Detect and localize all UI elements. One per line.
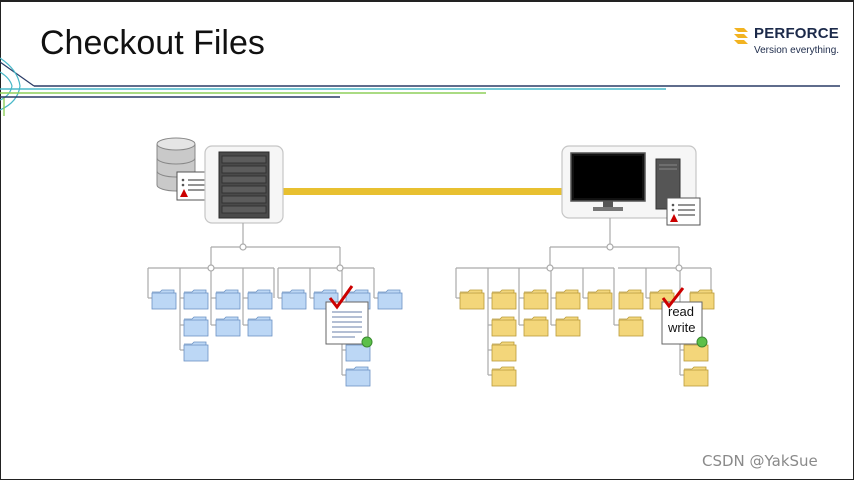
folder-icon [183,289,209,310]
slide-title: Checkout Files [40,24,265,62]
perforce-logo-icon [734,28,748,44]
folder-icon [523,289,549,310]
folder-icon [151,289,177,310]
workspace-status-dot-icon [696,336,708,348]
depot-tree-nodes [207,243,344,272]
folder-icon [281,289,307,310]
workspace-tree-lines [455,218,712,376]
connection-bar [282,188,562,195]
folder-icon [587,289,613,310]
folder-icon [491,316,517,337]
watermark: CSDN @YakSue [702,452,818,470]
folder-icon [345,366,371,387]
folder-icon [491,366,517,387]
logo-wordmark: PERFORCE [754,25,839,42]
folder-icon [247,289,273,310]
folders-layer [151,289,715,387]
workspace-checkmark-icon [661,287,685,309]
server-icon [218,151,270,219]
folder-icon [683,366,709,387]
checked-out-file-icon [325,301,369,345]
folder-icon [183,316,209,337]
writable-file-icon [661,301,703,345]
folder-icon [247,316,273,337]
folder-icon [459,289,485,310]
folder-icon [523,316,549,337]
workspace-tree-nodes [546,243,683,272]
folder-icon [377,289,403,310]
folder-icon [215,289,241,310]
folder-icon [555,316,581,337]
workspace-spec-document-icon [666,197,701,226]
folder-icon [215,316,241,337]
perforce-logo: PERFORCE Version everything. [732,24,842,64]
checkmark-icon [328,285,354,310]
folder-icon [183,341,209,362]
folder-icon [491,289,517,310]
header-decoration-lines [0,57,840,116]
status-dot-icon [361,336,373,348]
folder-icon [618,316,644,337]
monitor-icon [570,152,646,211]
folder-icon [618,289,644,310]
file-permission-read-label: read [668,304,695,319]
logo-tagline: Version everything. [754,45,840,56]
file-permission-write-label: write [668,320,696,335]
folder-icon [491,341,517,362]
folder-icon [555,289,581,310]
